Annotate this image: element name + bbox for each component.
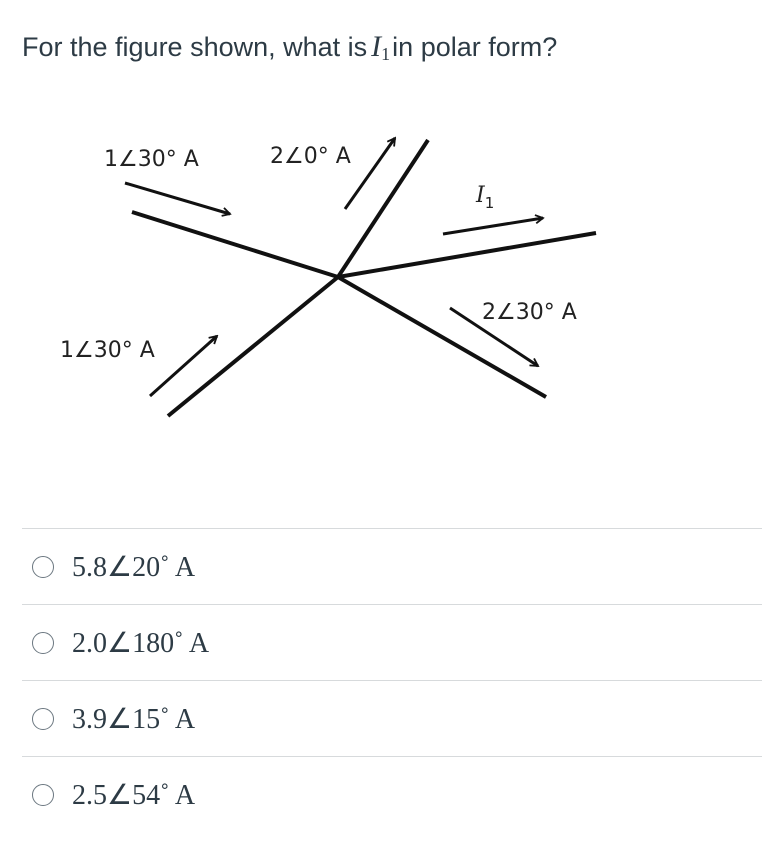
current-node-figure: 1∠30° A 2∠0° A I1 2∠30° A 1∠30° A	[0, 110, 762, 430]
answer-option-3[interactable]: 3.9∠15˚ A	[22, 680, 762, 756]
arrow-output-current	[442, 218, 543, 236]
radio-button[interactable]	[32, 555, 54, 578]
answer-option-label: 5.8∠20˚ A	[72, 551, 196, 583]
wire-top-left	[131, 210, 339, 279]
label-bottom-right-current: 2∠30° A	[482, 300, 577, 325]
radio-button[interactable]	[32, 783, 54, 806]
answer-option-label: 3.9∠15˚ A	[72, 703, 196, 735]
arrow-bottom-left-current	[148, 336, 217, 398]
answer-option-4[interactable]: 2.5∠54˚ A	[22, 756, 762, 832]
wire-top-center	[336, 138, 430, 279]
wire-bottom-left	[166, 275, 340, 418]
answer-option-label: 2.0∠180˚ A	[72, 627, 210, 659]
question-prefix: For the figure shown, what is	[22, 32, 368, 62]
answer-options: 5.8∠20˚ A 2.0∠180˚ A 3.9∠15˚ A 2.5∠54˚ A	[22, 528, 762, 832]
arrow-top-center-current	[343, 138, 397, 210]
question-variable: I1	[371, 30, 391, 64]
question-suffix: in polar form?	[392, 32, 558, 62]
wire-bottom-right	[337, 275, 547, 399]
label-top-center-current: 2∠0° A	[270, 144, 351, 169]
arrow-bottom-right-current	[449, 306, 538, 368]
label-bottom-left-current: 1∠30° A	[60, 338, 155, 363]
answer-option-1[interactable]: 5.8∠20˚ A	[22, 528, 762, 604]
wire-right	[337, 231, 597, 279]
radio-button[interactable]	[32, 707, 54, 730]
answer-option-2[interactable]: 2.0∠180˚ A	[22, 604, 762, 680]
answer-option-label: 2.5∠54˚ A	[72, 779, 196, 811]
label-output-current: I1	[475, 183, 494, 212]
radio-button[interactable]	[32, 631, 54, 654]
arrow-top-left-current	[124, 181, 230, 214]
label-top-left-current: 1∠30° A	[104, 147, 199, 172]
